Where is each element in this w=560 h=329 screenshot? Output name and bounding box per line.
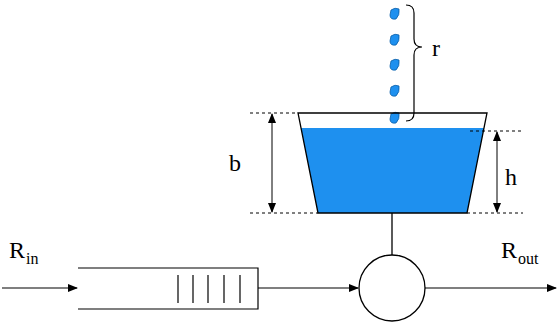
output-rate-subscript: out	[518, 251, 538, 267]
rate-label: r	[432, 36, 440, 60]
input-rate-subscript: in	[26, 251, 38, 267]
bucket-outline	[298, 113, 487, 213]
bucket-water	[301, 128, 484, 213]
dimension-lines	[250, 113, 523, 213]
output-rate-symbol: R	[501, 238, 517, 262]
rate-brace	[406, 5, 422, 121]
fill-level-label: h	[505, 165, 517, 189]
flow-arrows	[2, 287, 556, 288]
packet-queue	[78, 268, 258, 309]
server-circle	[359, 255, 425, 321]
token-drops	[390, 8, 399, 123]
bucket-size-label: b	[229, 151, 241, 175]
bucket-stem	[391, 213, 392, 255]
input-rate-symbol: R	[9, 238, 25, 262]
